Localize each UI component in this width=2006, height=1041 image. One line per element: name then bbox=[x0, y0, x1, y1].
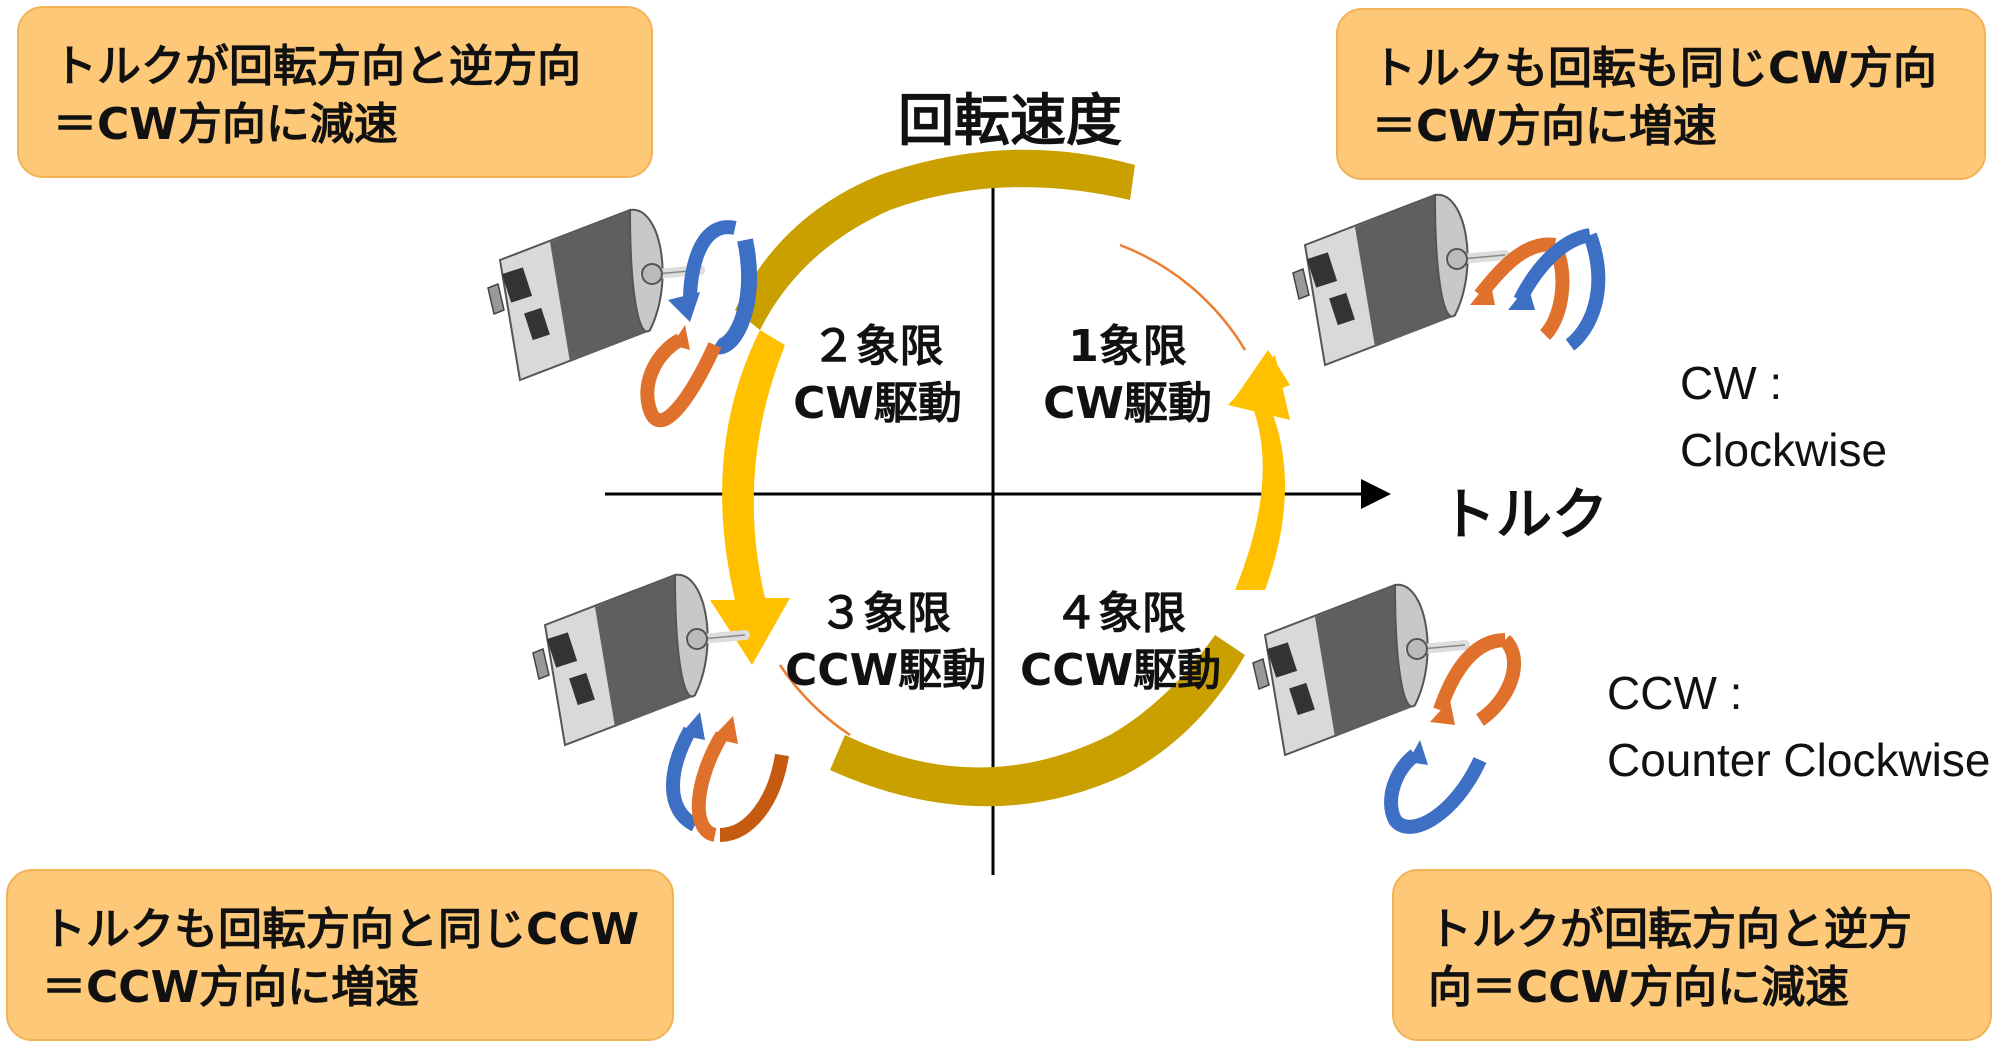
torque-arrow-icon bbox=[1475, 635, 1521, 726]
thin-arc-top-right bbox=[1119, 243, 1247, 351]
arrow-right-accel bbox=[1230, 350, 1290, 590]
quadrant-3-number: ３象限 bbox=[819, 588, 951, 639]
quadrant-4-label: ４象限 CCW駆動 bbox=[1020, 585, 1222, 699]
callout-bottom-right-line2: 向＝CCW方向に減速 bbox=[1428, 962, 1850, 1014]
vertical-axis-label: 回転速度 bbox=[898, 89, 1122, 154]
rotation-arrow-icon bbox=[1384, 749, 1487, 834]
quadrant-4-number: ４象限 bbox=[1054, 588, 1186, 639]
callout-top-left-line1: トルクが回転方向と逆方向 bbox=[53, 41, 581, 92]
thin-arc-bottom-left bbox=[778, 664, 851, 737]
callout-top-left: トルクが回転方向と逆方向 ＝CW方向に減速 bbox=[17, 6, 653, 178]
legend-cw: CW : Clockwise bbox=[1680, 350, 1887, 483]
arrow-top-decel bbox=[735, 149, 1135, 330]
legend-cw-full: Clockwise bbox=[1680, 423, 1888, 476]
quadrant-3-label: ３象限 CCW駆動 bbox=[785, 585, 987, 699]
legend-ccw: CCW : Counter Clockwise bbox=[1607, 660, 1990, 793]
horizontal-axis-label: トルク bbox=[1440, 483, 1608, 548]
quadrant-2-label: ２象限 CW駆動 bbox=[790, 318, 965, 432]
quadrant-1-number: 1象限 bbox=[1068, 321, 1187, 372]
motor-icon bbox=[1253, 585, 1465, 755]
arrow-left-accel bbox=[710, 330, 790, 665]
callout-bottom-left-line2: ＝CCW方向に増速 bbox=[42, 962, 420, 1014]
callout-bottom-right-line1: トルクが回転方向と逆方 bbox=[1428, 904, 1912, 955]
quadrant-3-drive: CCW駆動 bbox=[785, 645, 987, 697]
legend-ccw-abbr: CCW : bbox=[1607, 667, 1743, 719]
callout-top-right-line2: ＝CW方向に増速 bbox=[1372, 101, 1717, 153]
legend-cw-abbr: CW : bbox=[1680, 357, 1783, 409]
torque-arrow-icon bbox=[691, 731, 729, 842]
rotation-arrow-icon bbox=[710, 238, 758, 355]
callout-top-right: トルクも回転も同じCW方向 ＝CW方向に増速 bbox=[1336, 8, 1986, 180]
legend-ccw-full: Counter Clockwise bbox=[1607, 733, 1991, 786]
quadrant-1-drive: CW駆動 bbox=[1043, 378, 1212, 430]
arrow-bottom-decel bbox=[830, 635, 1245, 807]
callout-top-left-line2: ＝CW方向に減速 bbox=[53, 99, 398, 151]
motor-icon bbox=[1293, 195, 1505, 365]
callout-top-right-line1: トルクも回転も同じCW方向 bbox=[1372, 43, 1937, 94]
callout-bottom-left-line1: トルクも回転方向と同じCCW bbox=[42, 904, 640, 955]
quadrant-2-drive: CW駆動 bbox=[793, 378, 962, 430]
quadrant-2-number: ２象限 bbox=[811, 321, 944, 372]
quadrant-1-label: 1象限 CW駆動 bbox=[1040, 318, 1215, 432]
callout-bottom-right: トルクが回転方向と逆方 向＝CCW方向に減速 bbox=[1392, 869, 1992, 1041]
rotation-arrow-icon bbox=[1565, 232, 1606, 351]
rotation-arrow-icon bbox=[666, 726, 699, 832]
quadrant-4-drive: CCW駆動 bbox=[1020, 645, 1222, 697]
torque-arrow-icon bbox=[640, 333, 722, 428]
